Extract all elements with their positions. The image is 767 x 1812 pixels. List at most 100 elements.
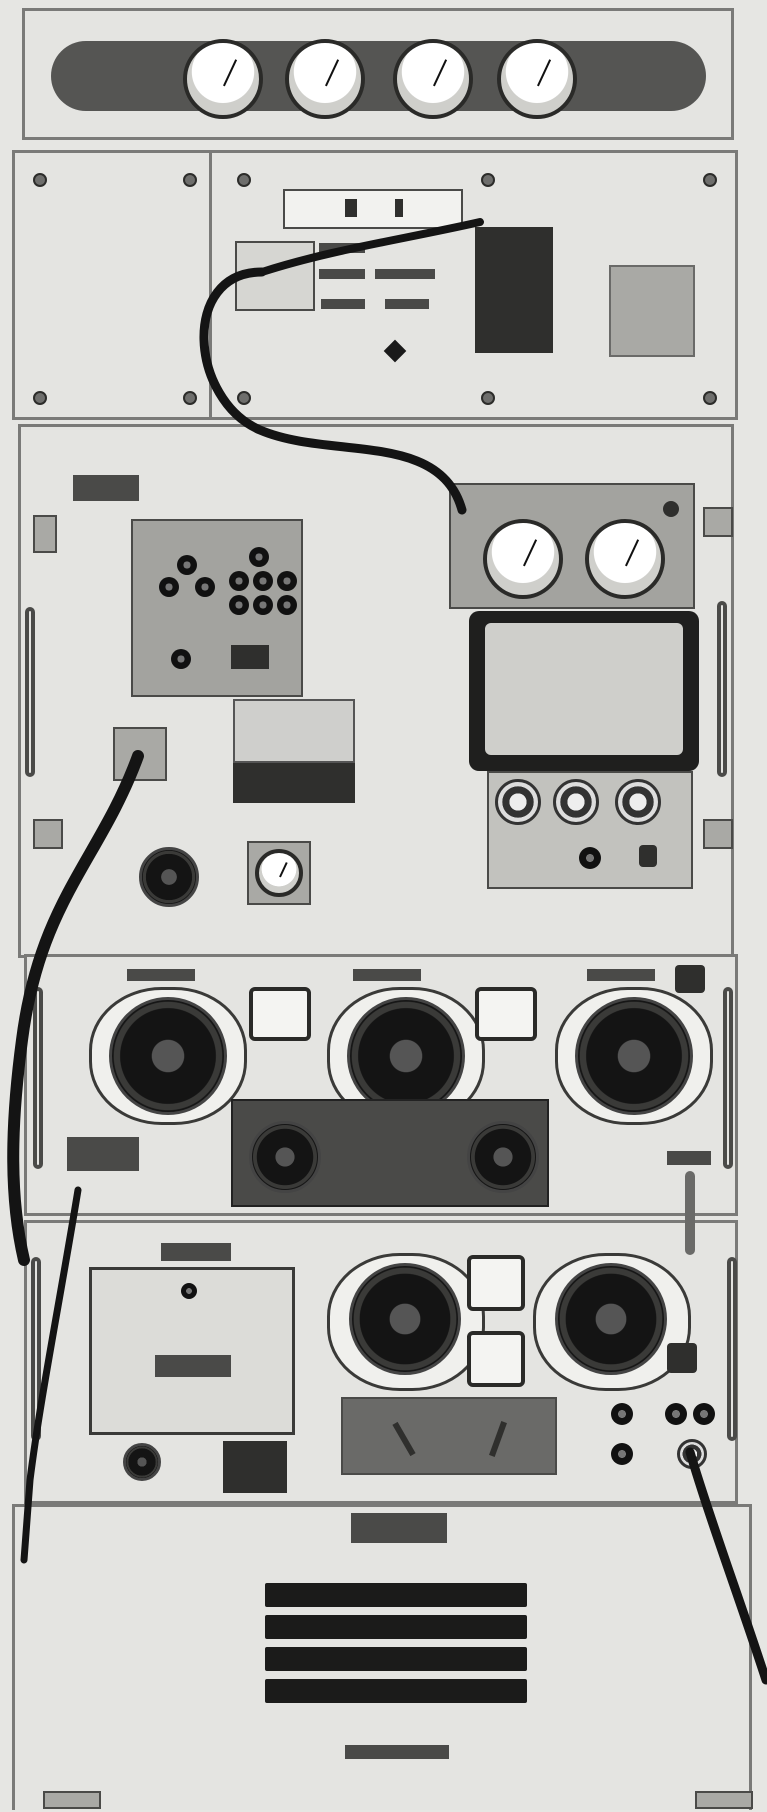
crt-screen bbox=[485, 623, 683, 755]
section-divider bbox=[209, 153, 212, 417]
panel-meter-1 bbox=[183, 39, 263, 119]
socket bbox=[195, 577, 215, 597]
panel-handle-right bbox=[717, 601, 727, 777]
panel-handle-left bbox=[33, 987, 43, 1169]
control-knob bbox=[495, 779, 541, 825]
section-number-badge bbox=[675, 965, 705, 993]
ground-cable-left bbox=[20, 1186, 82, 1564]
section-number-badge bbox=[667, 1343, 697, 1373]
nameplate bbox=[67, 1137, 139, 1171]
panel-meter-9 bbox=[467, 1255, 525, 1311]
base-nameplate bbox=[345, 1745, 449, 1759]
base-panel bbox=[12, 1504, 753, 1810]
panel-meter-5 bbox=[483, 519, 563, 599]
switch-window bbox=[345, 199, 357, 217]
round-connector bbox=[123, 1443, 161, 1481]
nameplate bbox=[667, 1151, 711, 1165]
small-tuning-knob-right bbox=[467, 1121, 539, 1193]
control-knob bbox=[615, 779, 661, 825]
jack bbox=[611, 1403, 633, 1425]
blank-cover-plate bbox=[609, 265, 695, 357]
vent-slot bbox=[265, 1583, 527, 1607]
panel-label bbox=[321, 299, 365, 309]
screw bbox=[183, 391, 197, 405]
dial-label bbox=[587, 969, 655, 981]
panel-meter-2 bbox=[285, 39, 365, 119]
jack bbox=[665, 1403, 687, 1425]
socket bbox=[253, 571, 273, 591]
socket bbox=[229, 595, 249, 615]
control-block bbox=[223, 1441, 287, 1493]
meter-strip-backing bbox=[51, 41, 706, 111]
patch-cable-upper bbox=[199, 267, 467, 515]
switch-window bbox=[395, 199, 403, 217]
panel-label bbox=[385, 299, 429, 309]
dial-label bbox=[353, 969, 421, 981]
panel-label bbox=[319, 269, 365, 279]
round-connector bbox=[139, 847, 199, 907]
socket bbox=[177, 555, 197, 575]
tuning-panel-lower bbox=[24, 1220, 738, 1504]
small-tuning-knob-left bbox=[249, 1121, 321, 1193]
dial-label bbox=[127, 969, 195, 981]
screw bbox=[183, 173, 197, 187]
panel-handle-right bbox=[723, 987, 733, 1169]
latch bbox=[703, 819, 733, 849]
tuning-dial-1 bbox=[109, 997, 227, 1115]
tuning-dial-3 bbox=[575, 997, 693, 1115]
screw bbox=[703, 391, 717, 405]
display-panel bbox=[18, 424, 734, 958]
meter-panel bbox=[22, 8, 734, 140]
control-knob bbox=[553, 779, 599, 825]
antenna-cable-right bbox=[685, 1447, 767, 1685]
screw bbox=[237, 391, 251, 405]
instruction-plate bbox=[475, 227, 553, 353]
connector-socket-plate bbox=[131, 519, 303, 697]
vent-slot bbox=[265, 1615, 527, 1639]
cover-label bbox=[155, 1355, 231, 1377]
cover-knob bbox=[181, 1283, 197, 1299]
panel-handle-left bbox=[25, 607, 35, 777]
screw bbox=[237, 173, 251, 187]
screw bbox=[33, 173, 47, 187]
upper-control-panel bbox=[12, 150, 738, 420]
tuning-dial-5 bbox=[555, 1263, 667, 1375]
nameplate bbox=[351, 1513, 447, 1543]
socket bbox=[229, 571, 249, 591]
jack bbox=[611, 1443, 633, 1465]
tuning-dial-2 bbox=[347, 997, 465, 1115]
nameplate bbox=[161, 1243, 231, 1261]
panel-meter-10 bbox=[467, 1331, 525, 1387]
socket bbox=[249, 547, 269, 567]
latch bbox=[33, 819, 63, 849]
socket bbox=[277, 595, 297, 615]
toggle-switch bbox=[639, 845, 657, 867]
panel-label bbox=[375, 269, 435, 279]
panel-meter-6 bbox=[585, 519, 665, 599]
panel-handle-right bbox=[727, 1257, 737, 1441]
foot-bracket bbox=[695, 1791, 753, 1809]
foot-bracket bbox=[43, 1791, 101, 1809]
screw bbox=[33, 391, 47, 405]
power-cable-left bbox=[7, 750, 144, 1266]
screw bbox=[481, 173, 495, 187]
tuning-dial-4 bbox=[349, 1263, 461, 1375]
small-panel-meter bbox=[255, 849, 303, 897]
instruction-card-dark bbox=[233, 763, 355, 803]
vent-slot bbox=[265, 1679, 527, 1703]
socket bbox=[159, 577, 179, 597]
socket-label bbox=[231, 645, 269, 669]
nameplate bbox=[73, 475, 139, 501]
panel-meter-3 bbox=[393, 39, 473, 119]
panel-meter-7 bbox=[249, 987, 311, 1041]
latch bbox=[33, 515, 57, 553]
socket bbox=[253, 595, 273, 615]
socket bbox=[171, 649, 191, 669]
patch-cable-top bbox=[258, 218, 484, 276]
instruction-card bbox=[233, 699, 355, 763]
indicator-lamp bbox=[663, 501, 679, 517]
panel-meter-4 bbox=[497, 39, 577, 119]
screw bbox=[481, 391, 495, 405]
vent-slot bbox=[265, 1647, 527, 1671]
